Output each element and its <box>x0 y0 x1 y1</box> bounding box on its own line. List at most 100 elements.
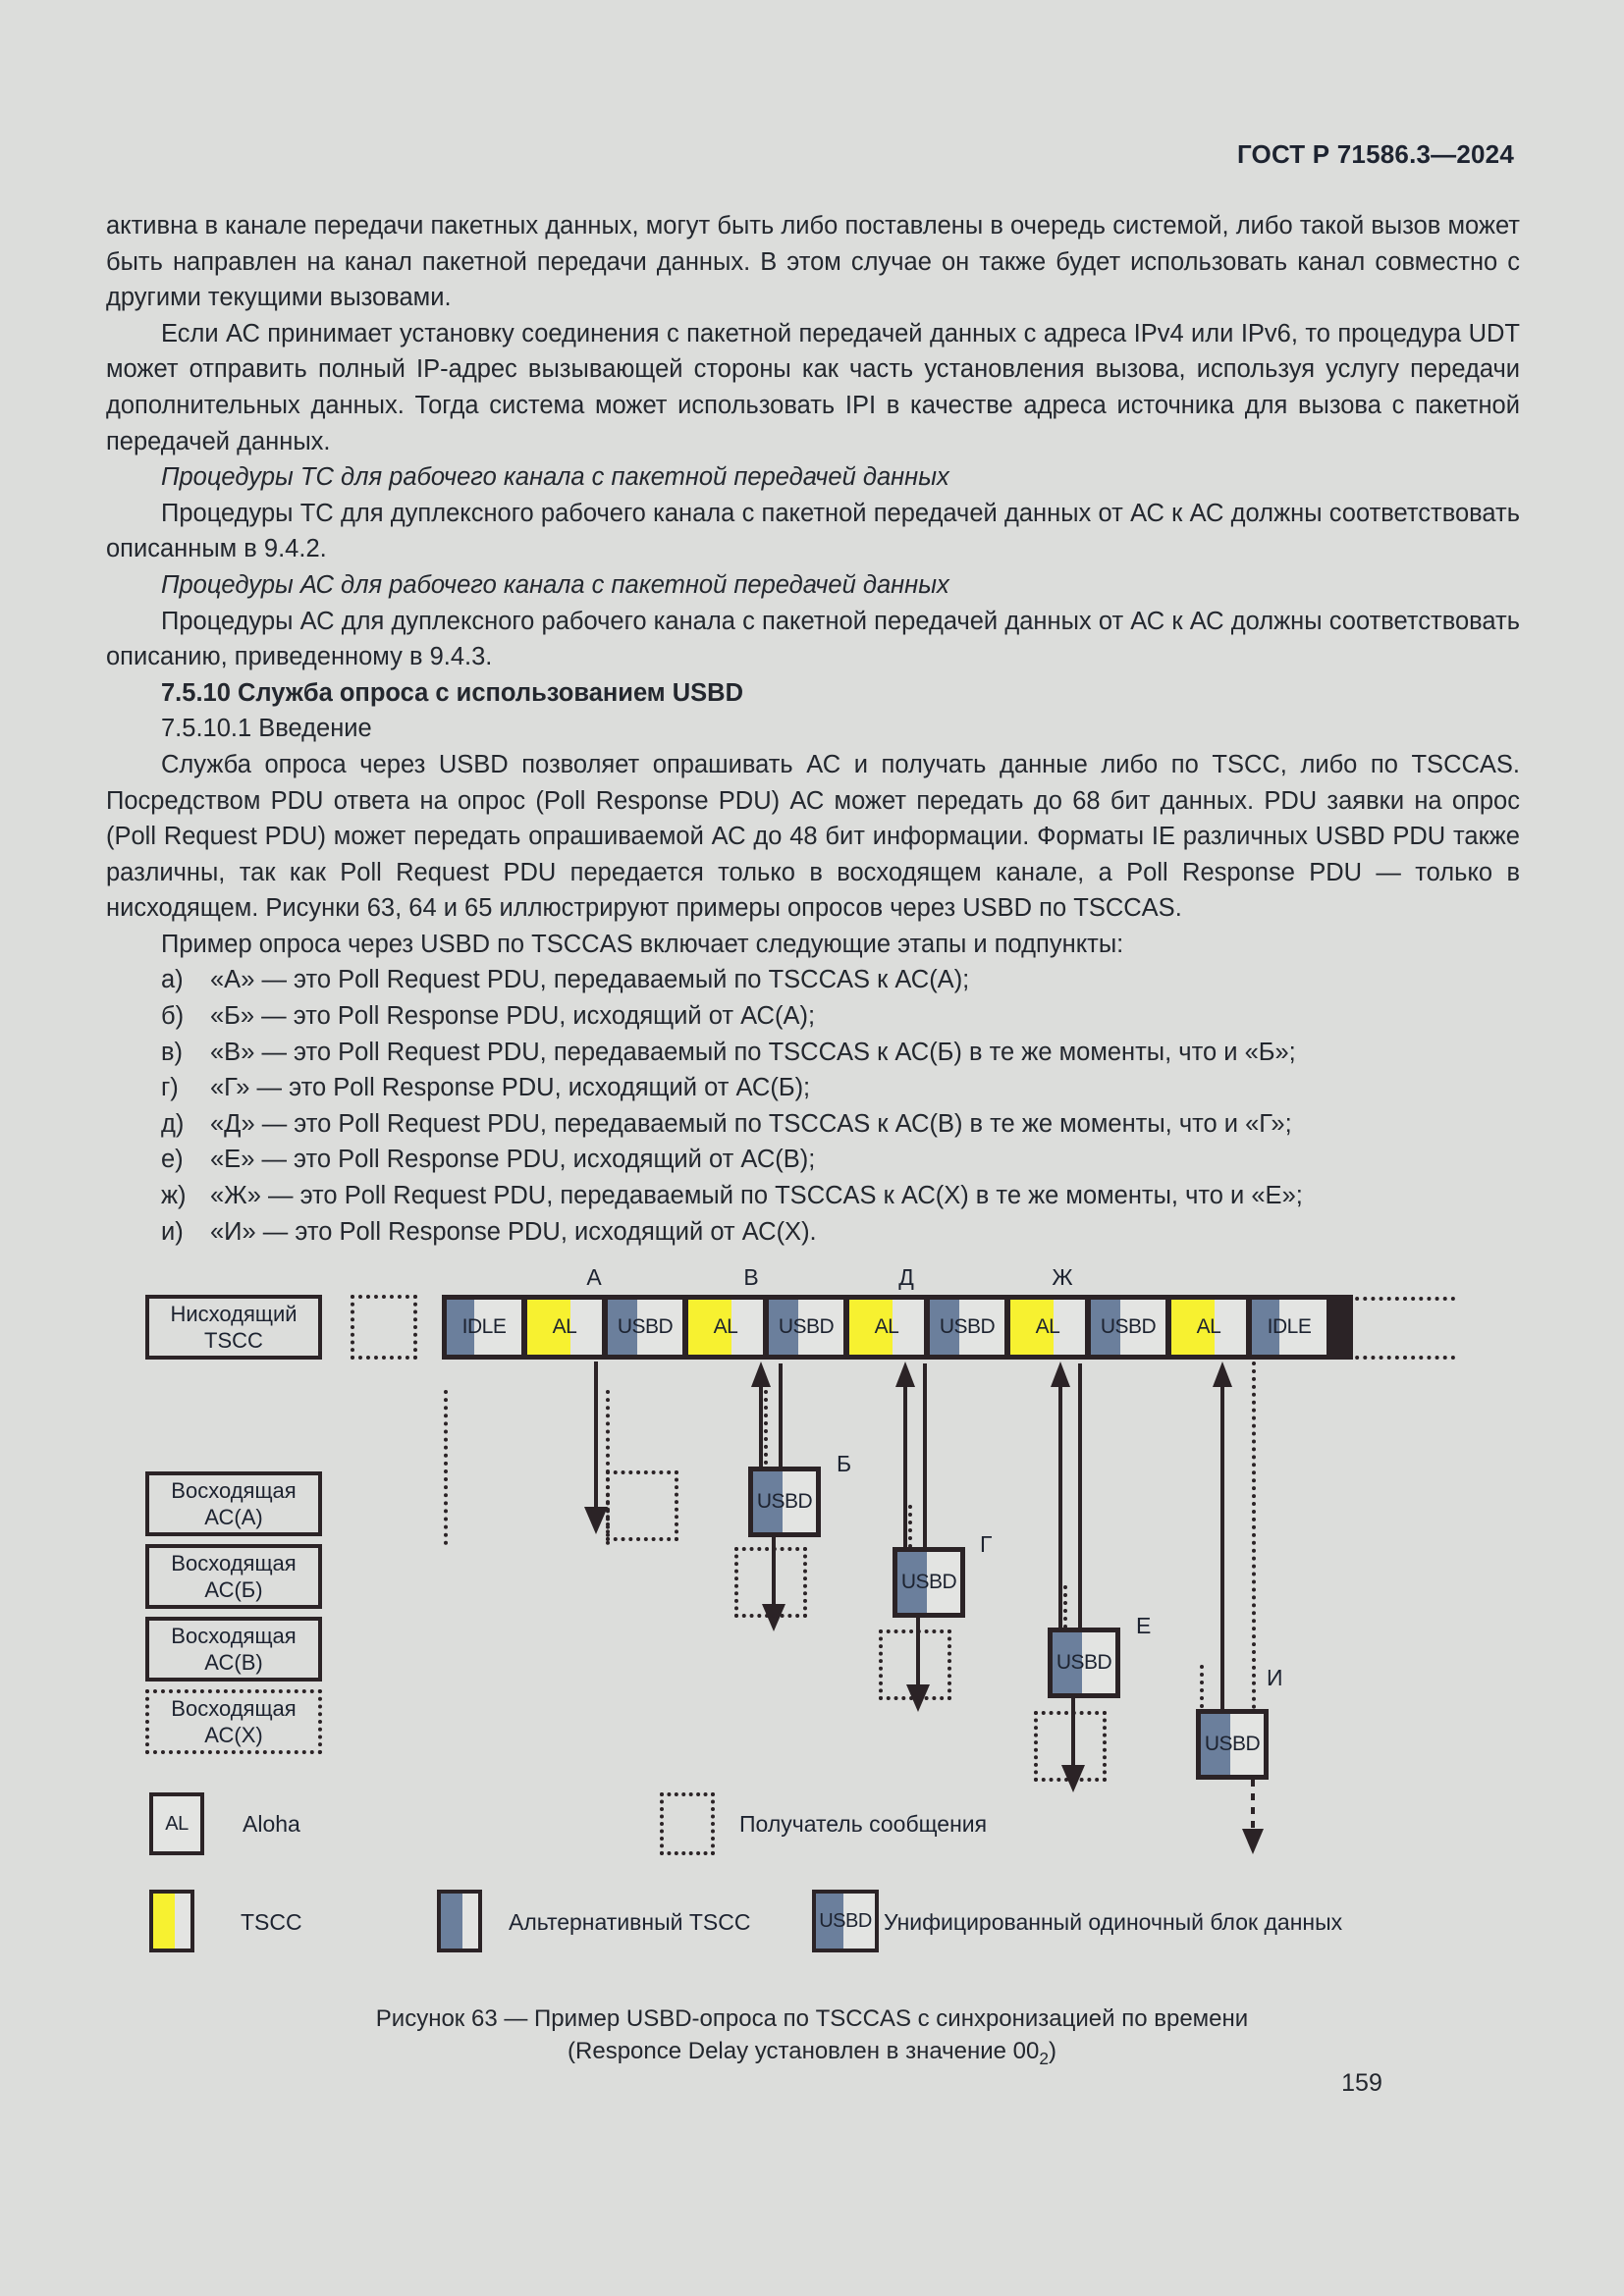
legend-key-receiver <box>660 1792 715 1855</box>
guide-dotted-d <box>908 1505 912 1556</box>
legend-fill-swatch <box>816 1894 843 1949</box>
legend-text-alt-tscc: Альтернативный TSCC <box>509 1909 751 1935</box>
cell-label: AL <box>1196 1315 1221 1338</box>
cell-fill-swatch <box>1091 1300 1120 1355</box>
list-item-text: «Д» — это Poll Request PDU, передаваемый… <box>210 1109 1292 1138</box>
row-label-uplink-ac-a: Восходящая АС(А) <box>145 1471 322 1536</box>
paragraph-5: Служба опроса через USBD позволяет опраш… <box>106 750 1520 923</box>
cell-label: IDLE <box>1267 1315 1312 1338</box>
caption-line-2-b: ) <box>1048 2038 1056 2064</box>
row-label-line2: АС(Х) <box>204 1723 263 1747</box>
step-label-e: Е <box>1136 1613 1152 1638</box>
row-label-line1: Восходящая <box>171 1696 297 1721</box>
timeline-marker-zh: Ж <box>1052 1264 1073 1290</box>
caption-line-1: Рисунок 63 — Пример USBD-опроса по TSCCA… <box>375 2005 1249 2032</box>
cell-label: USBD <box>778 1315 835 1338</box>
timeline-cell[interactable]: USBD <box>608 1300 682 1355</box>
timeline-cell[interactable]: AL <box>688 1300 763 1355</box>
list-item: б) «Б» — это Poll Response PDU, исходящи… <box>106 998 1520 1035</box>
timeline-leadout-dashed-bottom <box>1347 1356 1455 1360</box>
usbd-fill-swatch <box>897 1552 927 1613</box>
usbd-label: USBD <box>756 1490 813 1513</box>
paragraph-6: Пример опроса через USBD по TSCCAS включ… <box>161 930 1124 958</box>
list-item-text: «А» — это Poll Request PDU, передаваемый… <box>210 966 970 994</box>
legend-key-tscc <box>149 1890 194 1952</box>
caption-subscript: 2 <box>1039 2048 1049 2068</box>
arrow-up-b <box>751 1362 783 1477</box>
row-label-line2: TSCC <box>204 1328 263 1353</box>
timeline-cell[interactable]: AL <box>527 1300 602 1355</box>
timeline-cell[interactable]: USBD <box>1091 1300 1165 1355</box>
step-label-i: И <box>1267 1665 1283 1690</box>
timeline-cell[interactable]: IDLE <box>447 1300 521 1355</box>
list-item: и) «И» — это Poll Response PDU, исходящи… <box>106 1214 1520 1251</box>
row-label-line2: АС(А) <box>204 1505 263 1529</box>
list-item: а) «А» — это Poll Request PDU, передавае… <box>106 962 1520 998</box>
legend-key-usbd: USBD <box>812 1890 879 1952</box>
row-label-line1: Восходящая <box>171 1478 297 1503</box>
list-item-marker: в) <box>161 1038 184 1066</box>
heading-ac-procedures: Процедуры АС для рабочего канала с пакет… <box>161 570 949 599</box>
row-label-line2: АС(В) <box>204 1650 263 1675</box>
cell-fill-swatch <box>527 1300 570 1355</box>
paragraph-2: Если АС принимает установку соединения с… <box>106 319 1520 455</box>
list-item-marker: ж) <box>161 1182 187 1210</box>
legend-key-label: AL <box>165 1812 189 1835</box>
cell-label: AL <box>552 1315 577 1338</box>
list-item-marker: б) <box>161 1002 185 1031</box>
usbd-label: USBD <box>1056 1651 1112 1674</box>
receiver-box-zh <box>1034 1711 1107 1782</box>
step-label-g: Г <box>980 1531 993 1557</box>
receiver-box-d <box>879 1629 951 1700</box>
step-label-b: Б <box>837 1451 852 1476</box>
list-item-text: «В» — это Poll Request PDU, передаваемый… <box>210 1038 1296 1066</box>
arrow-up-zh <box>1051 1362 1082 1634</box>
receiver-box-a <box>606 1470 678 1541</box>
legend-fill-swatch <box>153 1894 175 1949</box>
row-label-downlink-tscc: Нисходящий TSCC <box>145 1295 322 1360</box>
cell-label: AL <box>713 1315 738 1338</box>
guide-dotted-i <box>1252 1362 1256 1725</box>
timeline-downlink[interactable]: IDLE AL USBD AL USBD AL <box>442 1295 1353 1360</box>
usbd-block-b[interactable]: USBD <box>748 1467 821 1537</box>
list-item-text: «И» — это Poll Response PDU, исходящий о… <box>210 1217 817 1246</box>
paragraph-4: Процедуры АС для дуплексного рабочего ка… <box>106 607 1520 671</box>
section-heading-7-5-10-1: 7.5.10.1 Введение <box>161 715 372 743</box>
cell-label: AL <box>1035 1315 1060 1338</box>
cell-label: AL <box>874 1315 899 1338</box>
arrow-down-i <box>1242 1780 1264 1854</box>
timeline-marker-d: Д <box>898 1264 914 1290</box>
cell-label: USBD <box>617 1315 674 1338</box>
list-item-marker: е) <box>161 1146 184 1174</box>
list-item-marker: и) <box>161 1217 184 1246</box>
legend-text-tscc: TSCC <box>241 1909 302 1935</box>
usbd-block-g[interactable]: USBD <box>893 1547 965 1618</box>
cell-label: USBD <box>939 1315 996 1338</box>
timeline-cell[interactable]: AL <box>1010 1300 1085 1355</box>
list-item-text: «Г» — это Poll Response PDU, исходящий о… <box>210 1074 811 1102</box>
timeline-cell[interactable]: USBD <box>769 1300 843 1355</box>
usbd-block-i[interactable]: USBD <box>1196 1709 1269 1780</box>
cell-label: USBD <box>1100 1315 1157 1338</box>
cell-fill-swatch <box>688 1300 731 1355</box>
arrow-down-a <box>584 1362 608 1534</box>
timeline-leadout-dashed-top <box>1347 1297 1455 1301</box>
timeline-cell[interactable]: AL <box>1171 1300 1246 1355</box>
legend-fill-swatch <box>441 1894 462 1949</box>
caption-line-2: (Responce Delay установлен в значение 00… <box>0 2035 1624 2075</box>
usbd-label: USBD <box>1204 1733 1261 1755</box>
usbd-fill-swatch <box>1053 1632 1082 1693</box>
legend-text-aloha: Aloha <box>243 1811 300 1837</box>
figure-caption: Рисунок 63 — Пример USBD-опроса по TSCCA… <box>0 2002 1624 2075</box>
timeline-cell[interactable]: AL <box>849 1300 924 1355</box>
timeline-cell[interactable]: IDLE <box>1252 1300 1326 1355</box>
timeline-cell[interactable]: USBD <box>930 1300 1004 1355</box>
guide-dotted-b <box>764 1390 768 1465</box>
guide-dotted-i2 <box>1200 1665 1204 1716</box>
list-item-marker: г) <box>161 1074 179 1102</box>
body-text: активна в канале передачи пакетных данны… <box>106 208 1520 1250</box>
legend-key-label: USBD <box>819 1909 872 1932</box>
timeline-marker-v: В <box>743 1264 759 1290</box>
usbd-block-e[interactable]: USBD <box>1048 1628 1120 1698</box>
